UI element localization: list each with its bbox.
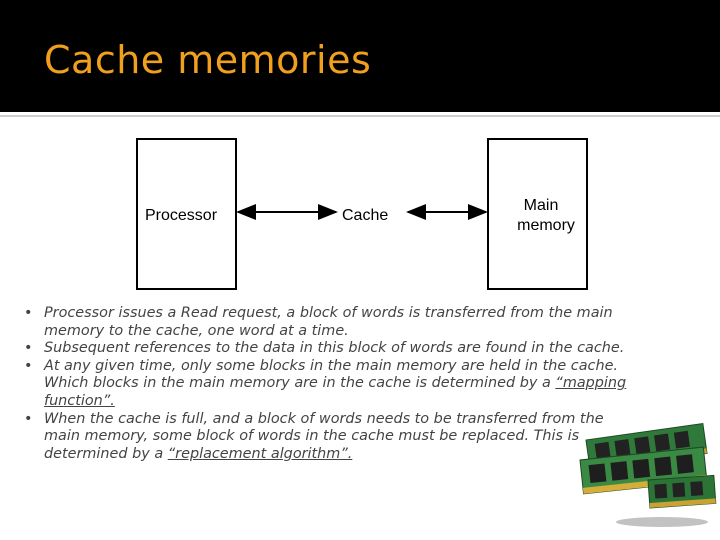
bullet-dot-icon: • (24, 340, 33, 357)
title-bar: Cache memories (0, 0, 720, 112)
bullet-text: Subsequent references to the data in thi… (44, 340, 625, 357)
cache-label: Cache (342, 207, 388, 224)
slide-title: Cache memories (44, 38, 372, 82)
processor-label: Processor (145, 207, 218, 224)
bullet-text: When the cache is full, and a block of w… (44, 410, 604, 462)
processor-box (136, 138, 237, 290)
bullet-item: • Processor issues a Read request, a blo… (24, 305, 644, 340)
title-divider (0, 115, 720, 117)
main-memory-box (487, 138, 588, 290)
replacement-algorithm-link[interactable]: “replacement algorithm”. (167, 445, 353, 462)
bullet-item: • Subsequent references to the data in t… (24, 340, 644, 358)
main-memory-label-line1: Main (524, 197, 559, 214)
main-memory-label-line2: memory (517, 217, 575, 234)
bullet-text: At any given time, only some blocks in t… (44, 357, 619, 392)
bullet-dot-icon: • (24, 357, 33, 374)
bullet-item: • When the cache is full, and a block of… (24, 411, 644, 464)
cache-diagram: Processor Cache Main memory (136, 138, 588, 290)
bullet-dot-icon: • (24, 305, 33, 321)
bullet-list: • Processor issues a Read request, a blo… (24, 305, 644, 463)
memory-modules-image (579, 423, 717, 527)
bullet-item: • At any given time, only some blocks in… (24, 358, 644, 411)
mapping-function-link[interactable]: “mapping function”. (44, 375, 627, 409)
bullet-dot-icon: • (24, 410, 33, 427)
bullet-text: Processor issues a Read request, a block… (44, 305, 613, 339)
